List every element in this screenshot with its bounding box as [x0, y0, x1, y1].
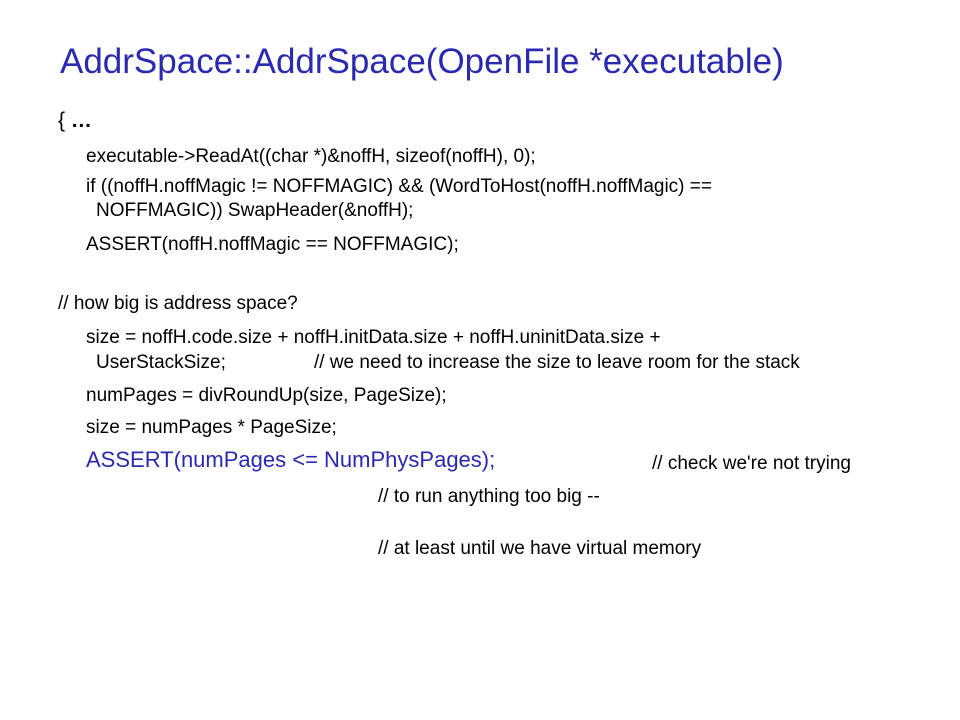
code-line-size-pages: size = numPages * PageSize;: [86, 417, 337, 438]
code-line-assert-magic: ASSERT(noffH.noffMagic == NOFFMAGIC);: [86, 234, 459, 255]
open-brace-line: { …: [58, 110, 92, 132]
comment-address-space: // how big is address space?: [58, 293, 298, 314]
code-line-magic-check: if ((noffH.noffMagic != NOFFMAGIC) && (W…: [86, 176, 712, 197]
comment-virtual-memory: // at least until we have virtual memory: [378, 538, 702, 559]
code-line-assert-phys-pages: ASSERT(numPages <= NumPhysPages);: [86, 447, 496, 472]
comment-too-big: // to run anything too big --: [378, 486, 600, 507]
code-line-user-stack: UserStackSize;: [96, 352, 226, 373]
ellipsis: …: [70, 109, 92, 132]
slide-title: AddrSpace::AddrSpace(OpenFile *executabl…: [60, 42, 784, 81]
open-brace: {: [58, 109, 66, 132]
code-line-size-sum: size = noffH.code.size + noffH.initData.…: [86, 327, 661, 348]
comment-check-not-trying: // check we're not trying: [652, 453, 851, 474]
code-line-num-pages: numPages = divRoundUp(size, PageSize);: [86, 385, 447, 406]
comment-stack-room: // we need to increase the size to leave…: [314, 352, 800, 373]
code-line-swap-header: NOFFMAGIC)) SwapHeader(&noffH);: [96, 200, 414, 221]
code-line-read-header: executable->ReadAt((char *)&noffH, sizeo…: [86, 146, 536, 167]
